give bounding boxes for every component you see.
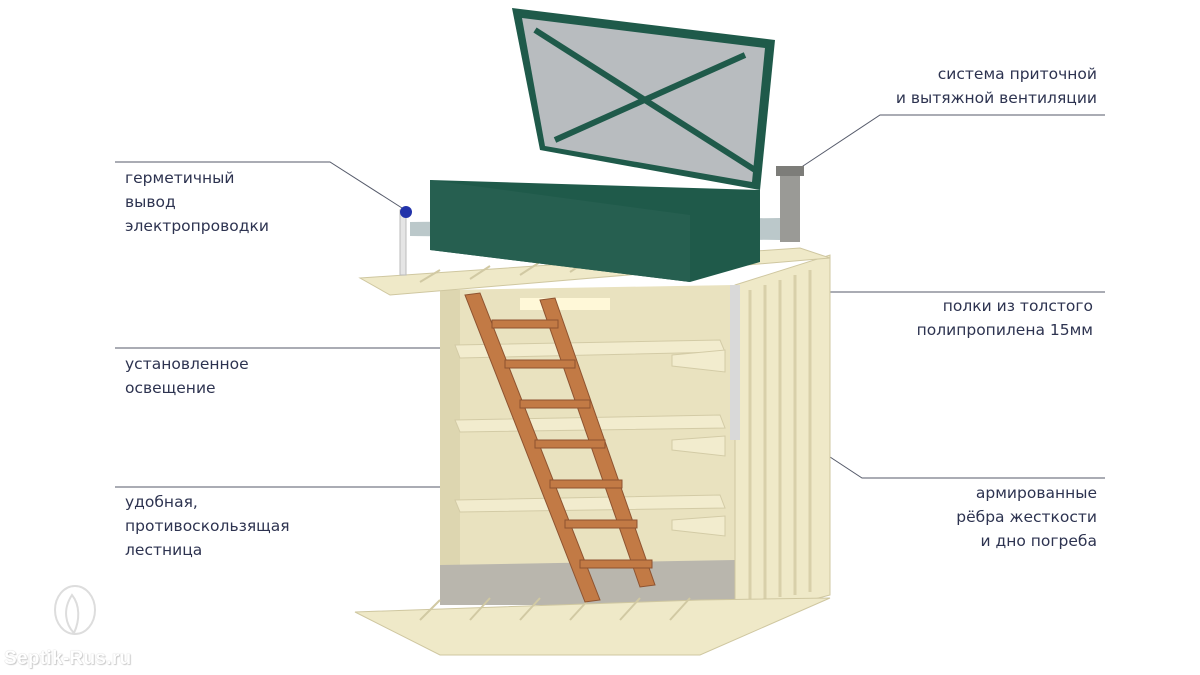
watermark-logo bbox=[54, 585, 96, 635]
label-line: противоскользящая bbox=[125, 517, 290, 535]
label-ribs: армированные рёбра жесткости и дно погре… bbox=[956, 481, 1097, 553]
leader-wiring bbox=[115, 161, 403, 209]
vent-pipe bbox=[780, 172, 800, 242]
leader-ventilation bbox=[799, 114, 1105, 169]
hatch bbox=[410, 8, 780, 282]
label-line: полипропилена 15мм bbox=[916, 321, 1093, 339]
label-line: электропроводки bbox=[125, 217, 269, 235]
label-ventilation: система приточной и вытяжной вентиляции bbox=[896, 62, 1097, 110]
watermark-text: Septik-Rus.ru bbox=[4, 648, 132, 669]
label-line: и дно погреба bbox=[980, 532, 1097, 550]
label-line: герметичный bbox=[125, 169, 235, 187]
label-line: рёбра жесткости bbox=[956, 508, 1097, 526]
label-ladder: удобная, противоскользящая лестница bbox=[125, 490, 290, 562]
label-line: установленное bbox=[125, 355, 249, 373]
label-line: вывод bbox=[125, 193, 176, 211]
label-wiring: герметичный вывод электропроводки bbox=[125, 166, 269, 238]
label-line: система приточной bbox=[937, 65, 1097, 83]
wiring-output bbox=[399, 209, 407, 276]
lamp bbox=[520, 298, 610, 310]
ladder bbox=[464, 292, 656, 603]
label-shelves: полки из толстого полипропилена 15мм bbox=[917, 294, 1093, 342]
label-line: армированные bbox=[975, 484, 1097, 502]
bottom-slab bbox=[354, 597, 831, 656]
label-lighting: установленное освещение bbox=[125, 352, 249, 400]
label-line: освещение bbox=[125, 379, 216, 397]
label-line: удобная, bbox=[125, 493, 198, 511]
leader-ribs bbox=[791, 431, 1105, 479]
label-line: полки из толстого bbox=[942, 297, 1093, 315]
label-line: лестница bbox=[125, 541, 203, 559]
label-line: и вытяжной вентиляции bbox=[895, 89, 1097, 107]
